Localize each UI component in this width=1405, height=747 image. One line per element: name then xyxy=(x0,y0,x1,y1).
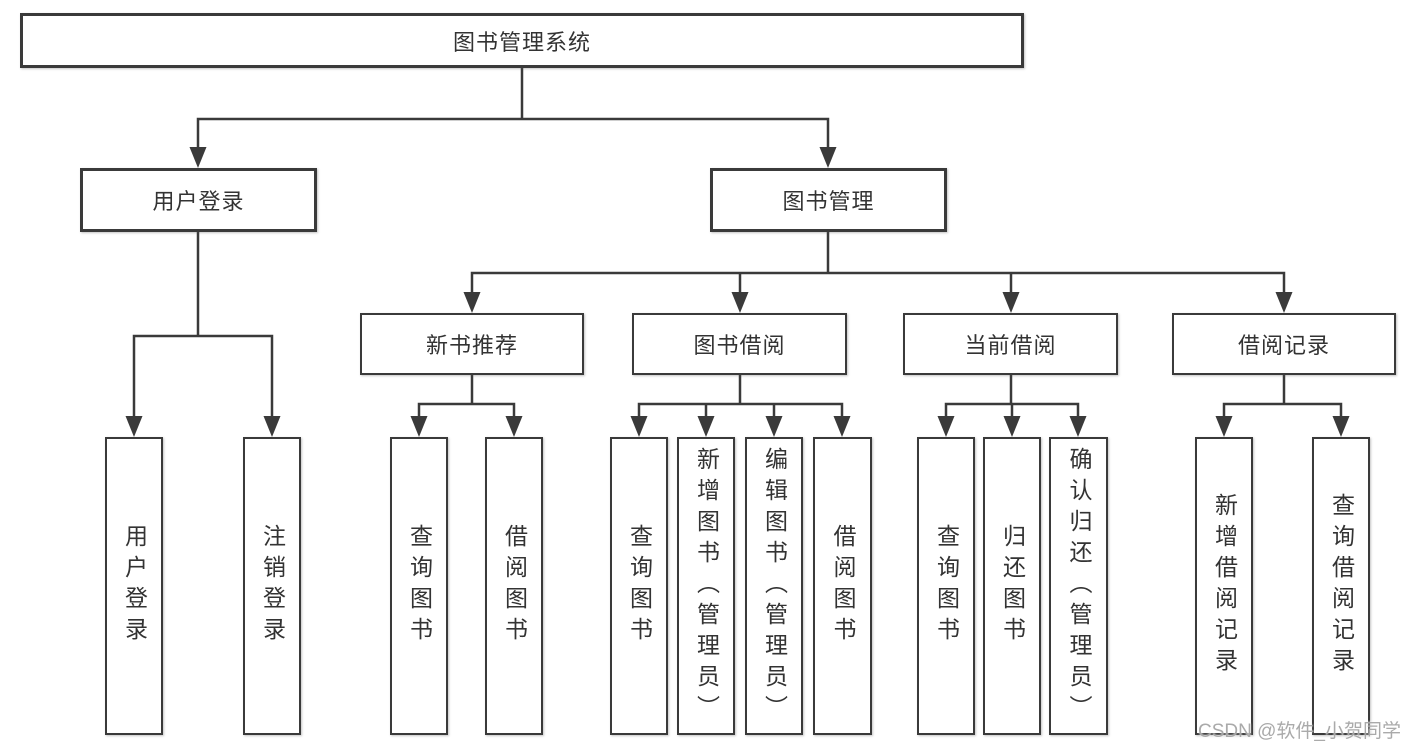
csdn-watermark: CSDN @软件_小贺同学 xyxy=(1198,721,1401,742)
leaf-query-books-current-label: 查询图书 xyxy=(933,524,960,648)
leaf-borrow-books-recommend: 借阅图书 xyxy=(485,437,543,735)
leaf-query-books-recommend-label: 查询图书 xyxy=(406,524,433,648)
leaf-edit-books-admin-label: 编辑图书（管理员） xyxy=(761,446,788,726)
leaf-add-borrow-record-label: 新增借阅记录 xyxy=(1211,493,1238,679)
leaf-confirm-return-admin-label: 确认归还（管理员） xyxy=(1066,446,1092,726)
leaf-query-borrow-record: 查询借阅记录 xyxy=(1312,437,1370,735)
leaf-query-books-borrow: 查询图书 xyxy=(610,437,668,735)
leaf-user-login: 用户登录 xyxy=(105,437,163,735)
node-new-book-recommend: 新书推荐 xyxy=(360,313,584,375)
leaf-add-books-admin: 新增图书（管理员） xyxy=(677,437,735,735)
leaf-query-books-borrow-label: 查询图书 xyxy=(626,524,653,648)
leaf-add-borrow-record: 新增借阅记录 xyxy=(1195,437,1253,735)
node-book-borrow: 图书借阅 xyxy=(632,313,847,375)
leaf-edit-books-admin: 编辑图书（管理员） xyxy=(745,437,803,735)
node-borrow-records: 借阅记录 xyxy=(1172,313,1396,375)
leaf-return-books-label: 归还图书 xyxy=(999,524,1026,648)
leaf-logout: 注销登录 xyxy=(243,437,301,735)
leaf-user-login-label: 用户登录 xyxy=(121,524,148,648)
leaf-confirm-return-admin: 确认归还（管理员） xyxy=(1049,437,1108,735)
node-user-login: 用户登录 xyxy=(80,168,317,232)
leaf-logout-label: 注销登录 xyxy=(259,524,286,648)
leaf-add-books-admin-label: 新增图书（管理员） xyxy=(693,446,720,726)
leaf-query-borrow-record-label: 查询借阅记录 xyxy=(1328,493,1355,679)
leaf-query-books-recommend: 查询图书 xyxy=(390,437,448,735)
leaf-borrow-books-borrow: 借阅图书 xyxy=(813,437,872,735)
node-book-management: 图书管理 xyxy=(710,168,947,232)
leaf-query-books-current: 查询图书 xyxy=(917,437,975,735)
leaf-return-books: 归还图书 xyxy=(983,437,1041,735)
leaf-borrow-books-borrow-label: 借阅图书 xyxy=(830,524,856,648)
node-root-library-system: 图书管理系统 xyxy=(20,13,1024,68)
leaf-borrow-books-recommend-label: 借阅图书 xyxy=(501,524,528,648)
node-current-borrow: 当前借阅 xyxy=(903,313,1118,375)
